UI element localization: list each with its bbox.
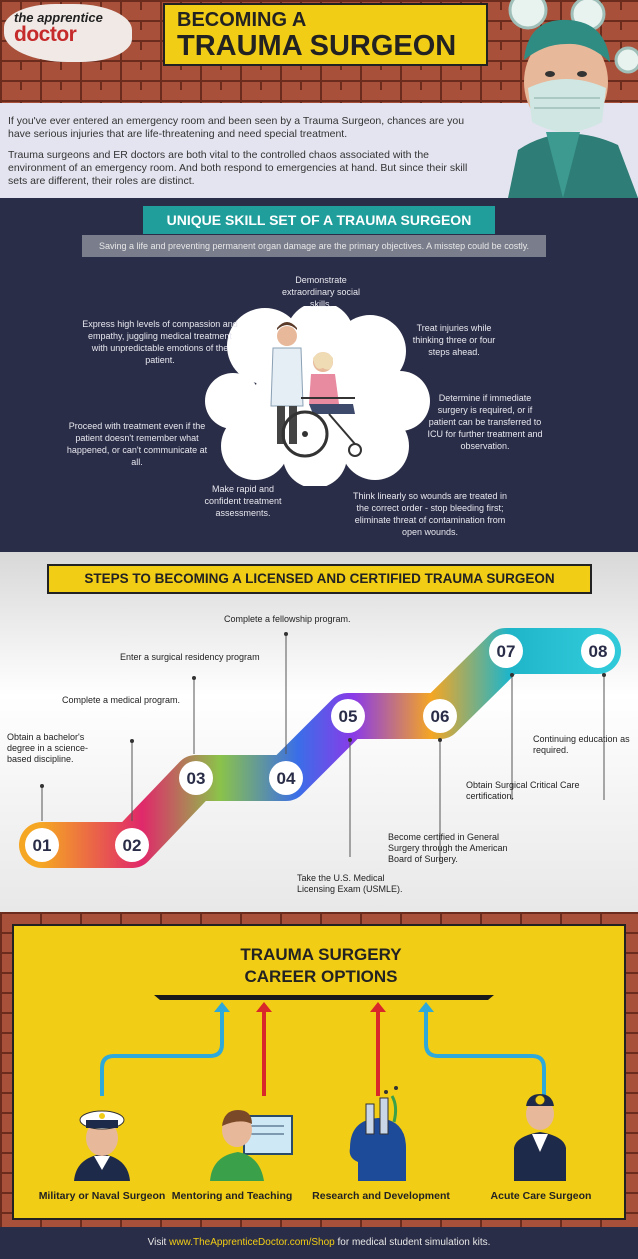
arrow-military xyxy=(100,1008,224,1096)
brand-line2: doctor xyxy=(14,23,77,46)
step-number: 08 xyxy=(589,642,608,661)
step-connector-dot xyxy=(284,632,288,636)
career-option-military: Military or Naval Surgeon xyxy=(38,1190,166,1202)
teacher-icon xyxy=(210,1110,293,1181)
intro-paragraph-2: Trauma surgeons and ER doctors are both … xyxy=(8,149,468,187)
footer-suffix: for medical student simulation kits. xyxy=(334,1237,491,1248)
step-label: Complete a medical program. xyxy=(62,695,181,705)
step-connector-dot xyxy=(40,784,44,788)
step-node xyxy=(269,761,303,795)
career-title-line1: TRAUMA SURGERY xyxy=(240,945,402,964)
title-line2: TRAUMA SURGEON xyxy=(177,30,457,62)
steps-path: 01 02 03 04 05 06 07 08 xyxy=(19,628,621,868)
surgeon-illustration-icon xyxy=(508,0,638,198)
career-box: TRAUMA SURGERY CAREER OPTIONS xyxy=(12,924,626,1220)
naval-officer-icon xyxy=(74,1110,130,1181)
step-connector-dot xyxy=(438,738,442,742)
step-node xyxy=(25,828,59,862)
step-label: Obtain Surgical Critical Care certificat… xyxy=(466,780,580,801)
step-label: Enter a surgical residency program xyxy=(120,652,260,662)
career-diagram xyxy=(74,995,566,1181)
doctor-icon xyxy=(514,1094,566,1181)
career-bar xyxy=(154,995,494,1000)
career-title: TRAUMA SURGERY CAREER OPTIONS xyxy=(14,944,628,988)
step-connector-dot xyxy=(192,676,196,680)
career-option-research: Research and Development xyxy=(312,1190,450,1202)
step-node xyxy=(179,761,213,795)
step-node xyxy=(581,634,615,668)
research-head-icon xyxy=(349,1086,406,1181)
skills-title: UNIQUE SKILL SET OF A TRAUMA SURGEON xyxy=(143,206,495,234)
step-node xyxy=(115,828,149,862)
step-node xyxy=(331,699,365,733)
footer-prefix: Visit xyxy=(147,1237,170,1248)
brand-logo[interactable]: the apprentice doctor xyxy=(4,4,132,62)
step-number: 07 xyxy=(497,642,516,661)
step-number: 05 xyxy=(339,707,358,726)
step-label: Take the U.S. Medical Licensing Exam (US… xyxy=(297,873,403,894)
step-connector-dot xyxy=(130,739,134,743)
step-number: 06 xyxy=(431,707,450,726)
page-title: BECOMING A TRAUMA SURGEON xyxy=(163,3,488,66)
step-connector-dot xyxy=(602,673,606,677)
step-number: 02 xyxy=(123,836,142,855)
steps-section: STEPS TO BECOMING A LICENSED AND CERTIFI… xyxy=(0,552,638,912)
step-label: Become certified in General Surgery thro… xyxy=(388,832,508,864)
footer: Visit www.TheApprenticeDoctor.com/Shop f… xyxy=(0,1227,638,1259)
arrow-acute xyxy=(424,1008,546,1096)
skill-item: Make rapid and confident treatment asses… xyxy=(204,484,282,518)
skill-item: Demonstrate extraordinary social skills. xyxy=(281,275,361,309)
step-label: Complete a fellowship program. xyxy=(224,614,351,624)
skills-subtitle: Saving a life and preventing permanent o… xyxy=(82,235,546,257)
skill-item: Think linearly so wounds are treated in … xyxy=(352,491,508,537)
step-number: 03 xyxy=(187,769,206,788)
intro-paragraph-1: If you've ever entered an emergency room… xyxy=(8,115,465,140)
career-option-mentoring: Mentoring and Teaching xyxy=(171,1190,293,1202)
steps-title: STEPS TO BECOMING A LICENSED AND CERTIFI… xyxy=(47,564,592,594)
step-connector-dot xyxy=(510,673,514,677)
career-option-acute: Acute Care Surgeon xyxy=(490,1190,592,1202)
skill-item: Determine if immediate surgery is requir… xyxy=(427,393,543,451)
skill-item: Express high levels of compassion and em… xyxy=(82,319,238,365)
step-connector-dot xyxy=(348,738,352,742)
career-section: TRAUMA SURGERY CAREER OPTIONS xyxy=(0,912,638,1227)
footer-shop-link[interactable]: www.TheApprenticeDoctor.com/Shop xyxy=(169,1237,335,1248)
skills-section: UNIQUE SKILL SET OF A TRAUMA SURGEON Sav… xyxy=(0,198,638,552)
step-node xyxy=(489,634,523,668)
cloud-illustration-icon xyxy=(205,306,430,486)
skill-item: Treat injuries while thinking three or f… xyxy=(412,323,496,357)
skill-item: Proceed with treatment even if the patie… xyxy=(66,421,208,467)
title-line1: BECOMING A xyxy=(177,9,307,31)
step-node xyxy=(423,699,457,733)
step-label: Obtain a bachelor's degree in a science-… xyxy=(7,732,89,764)
step-number: 04 xyxy=(277,769,296,788)
step-number: 01 xyxy=(33,836,52,855)
career-title-line2: CAREER OPTIONS xyxy=(244,967,398,986)
step-label: Continuing education as required. xyxy=(533,734,630,755)
brand-line1: the apprentice xyxy=(14,10,103,25)
